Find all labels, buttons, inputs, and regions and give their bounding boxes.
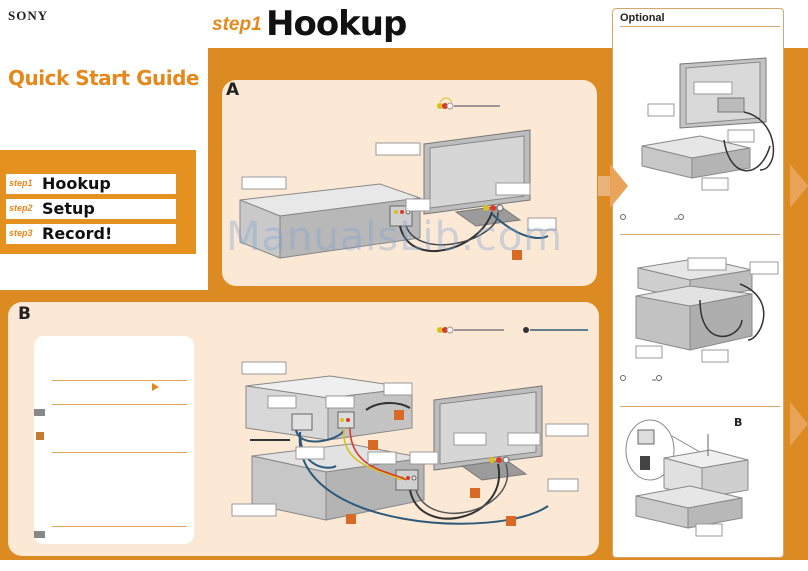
optional-zoom-callout	[625, 419, 701, 481]
step-label: Record!	[42, 224, 113, 243]
step-label: Setup	[42, 199, 95, 218]
divider	[52, 380, 187, 381]
divider	[52, 404, 187, 405]
watermark: ManualsLib.com	[226, 214, 564, 260]
section-b-letter: B	[18, 304, 31, 324]
section-a-letter: A	[226, 80, 240, 100]
page-title: Hookup	[266, 4, 407, 44]
antenna-cable-icon	[523, 327, 588, 333]
step-item-hookup[interactable]: step1 Hookup	[6, 174, 176, 194]
dvd-recorder-a	[239, 183, 421, 259]
av-cable-icon	[437, 97, 500, 110]
step-item-record[interactable]: step3 Record!	[6, 224, 176, 244]
sony-logo: SONY	[8, 8, 49, 23]
info-box	[34, 336, 194, 544]
optional-stacked-devices	[635, 257, 753, 351]
steps-menu: step1 Hookup step2 Setup step3 Record!	[0, 150, 196, 254]
guide-title: Quick Start Guide	[8, 66, 199, 90]
step-number: step2	[9, 203, 33, 213]
optional-recorder	[641, 135, 751, 179]
divider	[52, 452, 187, 453]
header-step-number: step1	[212, 14, 262, 35]
optional-divider	[620, 406, 780, 407]
note-icon	[34, 531, 45, 538]
step-item-setup[interactable]: step2 Setup	[6, 199, 176, 219]
step-number: step1	[9, 178, 33, 188]
note-icon	[34, 409, 45, 416]
step-label: Hookup	[42, 174, 111, 193]
play-triangle-icon	[152, 383, 159, 391]
optional-divider	[620, 234, 780, 235]
optional-section-letter: B	[734, 416, 743, 429]
optional-divider	[620, 26, 780, 27]
arrow-right-icon	[790, 402, 808, 446]
caution-icon	[36, 432, 44, 440]
divider	[52, 526, 187, 527]
optional-title: Optional	[620, 12, 665, 24]
av-cable-icon	[437, 326, 504, 334]
arrow-right-icon	[790, 164, 808, 208]
optional-devices-3	[635, 449, 749, 529]
step-number: step3	[9, 228, 33, 238]
arrow-connector	[598, 176, 612, 196]
tv-b	[433, 385, 543, 481]
arrow-right-icon	[610, 164, 628, 208]
